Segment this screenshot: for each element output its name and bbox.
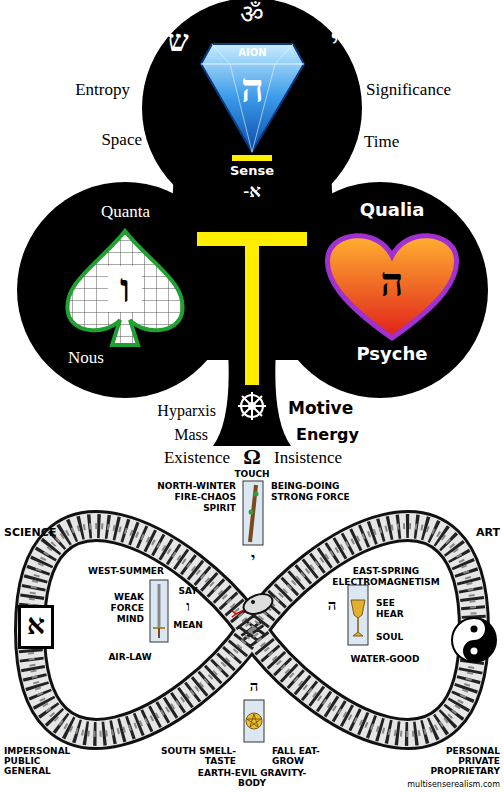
- wand-card-part: [243, 481, 263, 545]
- yin-yang-part: [452, 618, 496, 662]
- pentacle-card-part: [246, 713, 262, 729]
- yin-yang: [452, 618, 496, 662]
- quarter-label: SOUL: [376, 632, 416, 643]
- qualia-heart: Qualia ה Psyche: [322, 198, 462, 370]
- concept-label: Hyparxis: [118, 402, 216, 420]
- wand-card-part: [254, 492, 259, 497]
- snake-head: [232, 590, 275, 617]
- node-heading: Qualia: [322, 200, 462, 221]
- dharma-wheel-part: [242, 396, 262, 416]
- concept-label: Energy: [296, 426, 396, 444]
- quarter-label: NORTH-WINTER FIRE-CHAOS SPIRIT: [140, 481, 236, 514]
- node-footer: Nous: [68, 348, 148, 368]
- concept-label: Time: [364, 132, 444, 152]
- concept-label: Sense: [212, 164, 292, 179]
- hebrew-letter: ה: [240, 678, 268, 695]
- yellow-tau-part: [197, 232, 307, 246]
- diamond-outline-part: [212, 44, 293, 152]
- hebrew-letter: ה: [226, 66, 279, 112]
- hebrew-letter: א: [21, 609, 51, 641]
- quarter-label: BEING-DOING STRONG FORCE: [271, 481, 367, 503]
- concept-label: Insistence: [274, 448, 404, 468]
- spade-outline-part: [67, 231, 182, 345]
- quanta-spade: Quanta ו Nous: [58, 200, 193, 372]
- watermark: multisenserealism.com: [398, 780, 500, 790]
- snake-head-part: [232, 610, 244, 617]
- side-label: PERSONAL PRIVATE PROPRIETARY: [420, 746, 500, 776]
- hebrew-letter: ש: [158, 24, 198, 59]
- quarter-label: EAST-SPRING ELECTROMAGNETISM: [330, 566, 442, 588]
- hebrew-letter: ו: [108, 266, 142, 312]
- yin-yang-part: [471, 648, 478, 655]
- diamond-outline-part: [201, 64, 304, 65]
- quarter-label: EARTH-EVIL GRAVITY-BODY: [190, 768, 314, 788]
- sense-label: SAY: [171, 586, 205, 597]
- yin-yang-part: [463, 618, 496, 662]
- wand-card-part: [249, 510, 254, 515]
- dharma-wheel: [238, 392, 266, 420]
- concept-label: Entropy: [30, 80, 130, 100]
- quarter-label: WEAK FORCE MIND: [99, 592, 144, 625]
- cup-card-part: [348, 585, 368, 645]
- concept-label: Mass: [118, 426, 208, 444]
- pentacle-card-part: [247, 714, 261, 727]
- concept-label: Space: [42, 130, 142, 150]
- hebrew-letter: י: [315, 24, 355, 59]
- quarter-label: SOUTH SMELL-TASTE: [150, 746, 236, 766]
- hebrew-letter: ו: [171, 599, 205, 615]
- quarter-label: WATER-GOOD: [335, 654, 435, 665]
- om-symbol: ॐ: [227, 0, 277, 30]
- snake-head-part: [251, 600, 255, 604]
- side-label: SCIENCE: [4, 527, 84, 540]
- yellow-tau: [197, 155, 307, 385]
- sense-label: TOUCH: [222, 469, 282, 479]
- concept-label: Existence: [110, 448, 230, 468]
- concept-label: Motive: [288, 399, 388, 419]
- omega-symbol: Ω: [232, 444, 272, 469]
- side-label: IMPERSONAL PUBLIC GENERAL: [4, 746, 84, 776]
- concept-label: Significance: [366, 80, 492, 100]
- hebrew-letter: י: [238, 550, 268, 568]
- hebrew-letter: ה: [318, 597, 346, 614]
- yin-yang-part: [471, 626, 478, 633]
- aleph-box: א: [18, 605, 54, 649]
- hebrew-letter: -א: [222, 181, 282, 202]
- quarter-label: FALL EAT-GROW: [272, 746, 332, 766]
- sword-card: [150, 580, 168, 642]
- cup-card-part: [351, 600, 365, 636]
- quarter-label: AIR-LAW: [80, 652, 180, 663]
- sense-label: MEAN: [171, 620, 205, 631]
- yellow-tau-part: [245, 246, 259, 385]
- node-heading: AION: [200, 47, 305, 59]
- quarter-label: WEST-SUMMER: [76, 566, 176, 577]
- diamond-outline-part: [201, 44, 304, 152]
- hebrew-letter: ה: [322, 260, 462, 306]
- wand-card: [243, 481, 263, 545]
- sword-card-part: [158, 584, 161, 628]
- cup-card: [348, 585, 368, 645]
- dharma-wheel-part: [242, 396, 262, 416]
- side-label: ART: [456, 527, 500, 540]
- pentacle-card-part: [244, 700, 264, 742]
- node-heading: Quanta: [58, 202, 193, 222]
- snake-head-part: [241, 590, 275, 617]
- club-shape: [17, 0, 488, 446]
- sword-card-part: [158, 628, 160, 638]
- pentacle-card: [244, 700, 264, 742]
- yellow-tau-part: [232, 155, 272, 161]
- aion-diamond: AION ה: [200, 42, 305, 154]
- sense-label: SEE HEAR: [376, 598, 412, 620]
- node-footer: Psyche: [322, 344, 462, 365]
- sword-card-part: [150, 580, 168, 642]
